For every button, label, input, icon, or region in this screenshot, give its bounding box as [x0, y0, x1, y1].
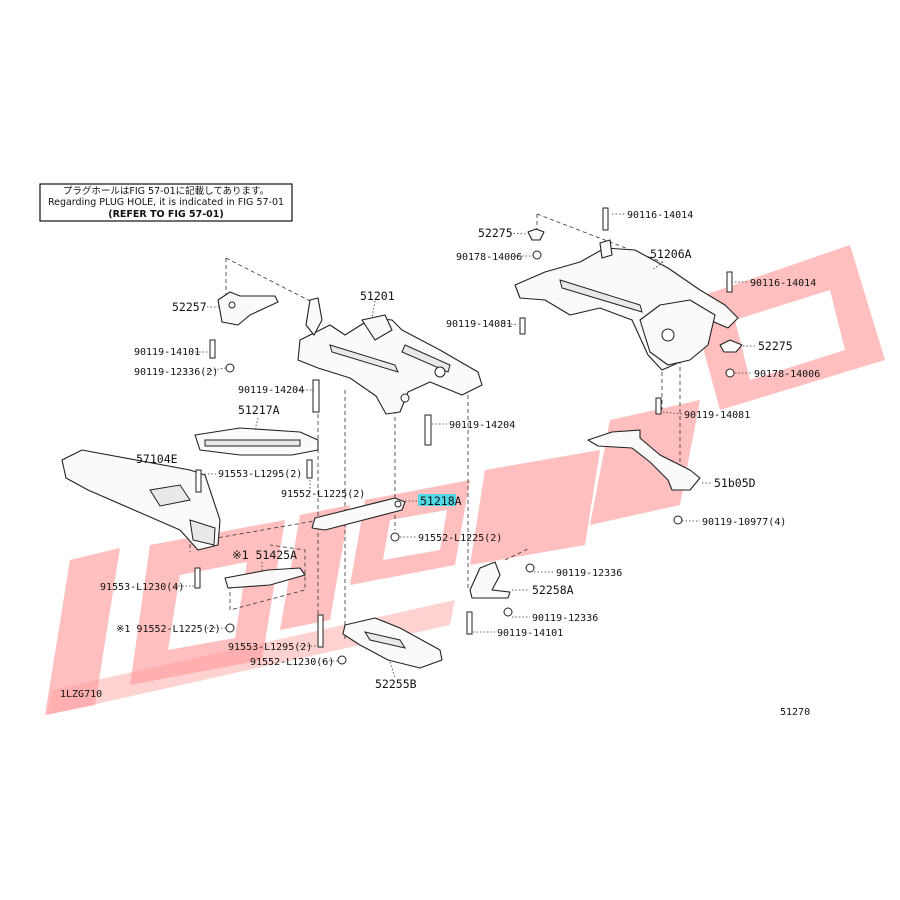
label-91553-L1295-top: 91553-L1295(2)	[218, 469, 302, 480]
label-90119-14204-right: 90119-14204	[449, 420, 515, 431]
label-90119-14101-right: 90119-14101	[497, 628, 563, 639]
label-90119-12336-left: 90119-12336(2)	[134, 367, 218, 378]
label-91553-L1230: 91553-L1230(4)	[100, 582, 184, 593]
subframe-51201	[297, 297, 483, 415]
label-91552-L1225-bot: ※1 91552-L1225(2)	[116, 624, 221, 635]
label-57104E: 57104E	[136, 452, 178, 466]
note-line-english: Regarding PLUG HOLE, it is indicated in …	[48, 197, 284, 208]
label-91552-L1230: 91552-L1230(6)	[250, 657, 334, 668]
label-90119-14081-left: 90119-14081	[446, 319, 512, 330]
highlight-51218A	[418, 494, 456, 506]
bracket-52258A	[469, 561, 511, 599]
bolt-icon	[317, 614, 324, 648]
bolt-icon	[225, 363, 235, 373]
label-90119-12336-r2: 90119-12336	[532, 613, 598, 624]
cover-52255B	[342, 617, 443, 669]
label-90178-14006-mid: 90178-14006	[754, 369, 820, 380]
bolt-icon	[209, 339, 216, 359]
bolt-icon	[306, 459, 313, 479]
label-52255B: 52255B	[375, 677, 417, 691]
watermark-logo	[45, 245, 885, 715]
note-line-refer: (REFER TO FIG 57-01)	[108, 209, 223, 220]
label-90119-10977: 90119-10977(4)	[702, 517, 786, 528]
label-90119-14081-right: 90119-14081	[684, 410, 750, 421]
bolt-icon	[312, 379, 320, 413]
figure-code-left: 1LZG710	[60, 689, 102, 700]
bolt-icon	[225, 623, 235, 633]
note-line-japanese: プラグホールはFIG 57-01に記載してあります。	[63, 185, 269, 197]
label-52275-top: 52275	[478, 226, 513, 240]
brace-51218A	[311, 497, 406, 531]
figure-codes: 1LZG710 51270	[60, 689, 810, 718]
subframe-51206A	[514, 239, 739, 371]
label-52257: 52257	[172, 300, 207, 314]
plate-51425A	[224, 567, 306, 589]
bolt-icon	[602, 207, 609, 231]
label-51425A: ※1 51425A	[232, 548, 297, 562]
bolt-icon	[195, 469, 202, 493]
label-90119-14204-left: 90119-14204	[238, 385, 304, 396]
label-52275-mid: 52275	[758, 339, 793, 353]
part-labels: 52275 90116-14014 90178-14006 51206A 901…	[100, 210, 820, 691]
label-91552-L1225-top: 91552-L1225(2)	[281, 489, 365, 500]
label-51201: 51201	[360, 289, 395, 303]
bolt-icon	[519, 317, 526, 335]
arm-51050	[587, 429, 701, 491]
label-90116-14014-top: 90116-14014	[627, 210, 693, 221]
label-51218A: 51218A	[420, 494, 462, 508]
label-90119-14101-left: 90119-14101	[134, 347, 200, 358]
label-91552-L1225-mid: 91552-L1225(2)	[418, 533, 502, 544]
reference-note: プラグホールはFIG 57-01に記載してあります。 Regarding PLU…	[39, 183, 293, 222]
member-57104E	[61, 449, 221, 551]
leader-lines	[171, 213, 756, 679]
bolt-icon	[337, 655, 347, 665]
bolt-icon	[424, 414, 432, 446]
bolt-icon	[390, 532, 400, 542]
bolt-icon	[655, 397, 662, 415]
bolts	[194, 207, 733, 665]
label-91553-L1295-bot: 91553-L1295(2)	[228, 642, 312, 653]
label-90116-14014-mid: 90116-14014	[750, 278, 816, 289]
bolt-icon	[673, 515, 683, 525]
insulators	[527, 228, 743, 378]
bolt-icon	[525, 563, 535, 573]
bolt-icon	[503, 607, 513, 617]
bolt-icon	[194, 567, 201, 589]
bolt-icon	[726, 271, 733, 293]
bracket-52257	[217, 291, 279, 326]
brace-51217A	[194, 427, 319, 456]
label-90119-12336-r1: 90119-12336	[556, 568, 622, 579]
label-90178-14006-top: 90178-14006	[456, 252, 522, 263]
label-51206A: 51206A	[650, 247, 692, 261]
label-51217A: 51217A	[238, 403, 280, 417]
label-52258A: 52258A	[532, 583, 574, 597]
label-51050: 51b05D	[714, 476, 756, 490]
figure-code-right: 51270	[780, 707, 810, 718]
bolt-icon	[466, 611, 473, 635]
